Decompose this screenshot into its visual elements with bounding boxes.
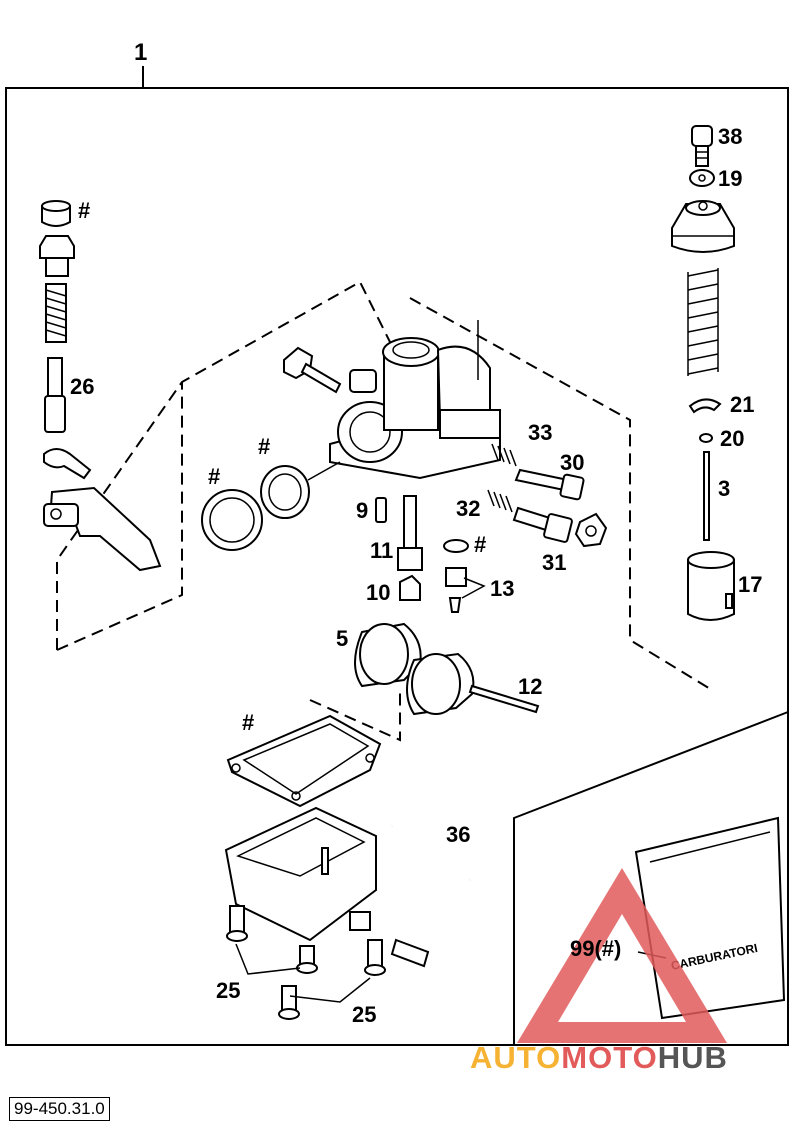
reference-code: 99-450.31.0 (9, 1097, 110, 1121)
drain-screw (390, 938, 430, 968)
part-25-screw-4 (278, 985, 300, 1020)
callout-hash-top: # (78, 198, 90, 223)
leader-25b (289, 977, 371, 1003)
part-19-locknut (689, 169, 715, 187)
callout-31: 31 (542, 550, 566, 575)
leader-25a (235, 943, 301, 975)
callout-26: 26 (70, 374, 94, 399)
callout-25a: 25 (216, 978, 240, 1003)
choke-lever (43, 486, 162, 572)
callout-1: 1 (134, 39, 147, 66)
watermark-moto: MOTO (561, 1040, 658, 1075)
callout-30: 30 (560, 450, 584, 475)
callout-32: 32 (456, 496, 480, 521)
callout-33: 33 (528, 420, 552, 445)
part-13-float-valve (445, 567, 467, 613)
callout-25b: 25 (352, 1002, 376, 1027)
intake-guide (307, 461, 341, 481)
assembly-frame (5, 87, 789, 1046)
cable-adjuster-nut (574, 512, 608, 548)
part-12-float-pin (468, 684, 540, 714)
leader-13 (461, 577, 486, 599)
carburetor-body (329, 320, 501, 480)
float-bowl (224, 806, 377, 942)
float-bowl-gasket (226, 714, 382, 808)
part-5-float-left (354, 622, 422, 688)
intake-ring-large (201, 489, 263, 551)
guide-dashed-left-lower (56, 382, 183, 651)
part-36-overflow-hose (388, 809, 473, 889)
part-32-spring (487, 489, 513, 513)
callout-20: 20 (720, 426, 744, 451)
callout-36: 36 (446, 822, 470, 847)
part-21-needle-clip (688, 398, 722, 414)
callout-38: 38 (718, 124, 742, 149)
callout-12: 12 (518, 674, 542, 699)
callout-13: 13 (490, 576, 514, 601)
choke-cap (41, 200, 71, 227)
guide-dashed-float (309, 690, 401, 742)
choke-retainer-plate (43, 448, 92, 480)
callout-hash-oring: # (474, 532, 486, 557)
callout-17: 17 (738, 572, 762, 597)
part-10-main-jet (399, 574, 421, 601)
bag-inset-border (513, 711, 789, 1045)
callout-hash-gasket: # (242, 710, 254, 735)
intake-ring-small (260, 465, 310, 519)
watermark-hub: HUB (657, 1040, 728, 1075)
callout-3: 3 (718, 476, 730, 501)
part-3-jet-needle (703, 451, 710, 541)
callout-10: 10 (366, 580, 390, 605)
part-17-throttle-slide (687, 551, 735, 621)
choke-spring (45, 283, 67, 343)
part-11-needle-jet (397, 495, 423, 571)
carb-top-cap (671, 200, 735, 253)
watermark-triangle (517, 868, 727, 1043)
part-20-washer (699, 433, 713, 443)
callout-5: 5 (336, 626, 348, 651)
callout-hash-ring2: # (258, 434, 270, 459)
watermark-auto: AUTO (470, 1040, 562, 1075)
watermark-logo: AUTOMOTOHUB (470, 1040, 800, 1080)
part-38-adjuster-screw (691, 125, 713, 167)
callout-19: 19 (718, 166, 742, 191)
guide-dashed-left (56, 280, 396, 650)
guide-dashed-right (409, 297, 713, 691)
part-25-screw-1 (226, 905, 248, 942)
part-9-pilot-jet (375, 497, 387, 523)
callout-21: 21 (730, 392, 754, 417)
callout-11: 11 (370, 538, 393, 563)
part-26-choke-plunger (44, 357, 66, 433)
part-25-screw-2 (296, 945, 318, 974)
part-5-float-right (406, 652, 475, 716)
part-33-spring (491, 443, 517, 467)
part-25-screw-3 (364, 939, 386, 976)
choke-nut (39, 235, 75, 277)
callout-99: 99(#) (570, 936, 621, 961)
slide-spring (687, 268, 719, 376)
part-30-air-screw (514, 468, 585, 501)
callout-hash-ring1: # (208, 464, 220, 489)
oring (443, 539, 469, 553)
callout-9: 9 (356, 498, 368, 523)
part-31-idle-screw (512, 506, 573, 543)
gasket-kit-bag: CARBURATORI (634, 816, 786, 1020)
idle-stop-screw (283, 346, 342, 394)
